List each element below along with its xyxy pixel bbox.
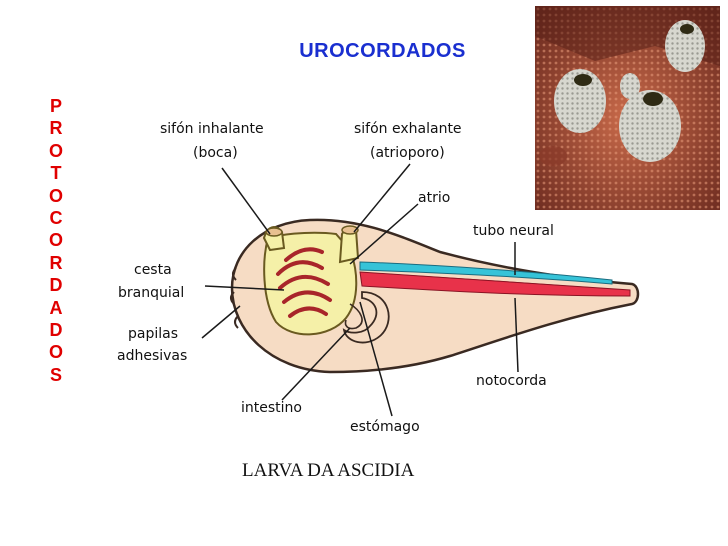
- label-adhesivas: adhesivas: [117, 348, 187, 364]
- label-branquial: branquial: [118, 285, 184, 301]
- label-tubo-neural: tubo neural: [473, 223, 554, 239]
- label-cesta: cesta: [134, 262, 172, 278]
- label-papilas: papilas: [128, 326, 178, 342]
- label-notocorda: notocorda: [476, 373, 547, 389]
- label-intestino: intestino: [241, 400, 302, 416]
- label-sifon-inhalante: sifón inhalante: [160, 121, 264, 137]
- label-sifon-exhalante: sifón exhalante: [354, 121, 462, 137]
- label-boca: (boca): [193, 145, 238, 161]
- diagram-caption: LARVA DA ASCIDIA: [242, 460, 414, 482]
- label-estomago: estómago: [350, 419, 420, 435]
- label-atrio: atrio: [418, 190, 450, 206]
- label-atrioporo: (atrioporo): [370, 145, 445, 161]
